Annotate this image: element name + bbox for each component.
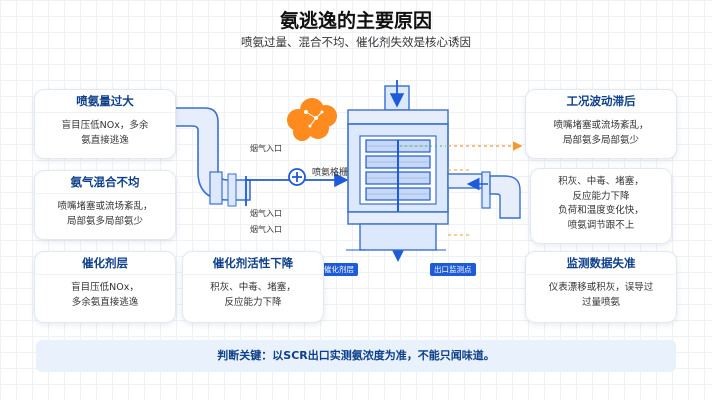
card-line: 喷嘴堵塞或流场紊乱，: [553, 120, 649, 131]
card-monitor-distortion: 监测数据失准 仪表漂移或积灰，误导过 过量喷氨: [525, 251, 677, 323]
card-title: 催化剂活性下降: [183, 252, 323, 275]
card-title: 喷氨量过大: [35, 90, 175, 113]
card-line: 仪表漂移或积灰，误导过: [548, 282, 654, 293]
card-condition-lag: 工况波动滞后 喷嘴堵塞或流场紊乱， 局部氨多局部氨少: [525, 89, 677, 159]
card-line: 局部氨多局部氨少: [66, 216, 143, 227]
card-catalyst-activity: 催化剂活性下降 积灰、中毒、堵塞， 反应能力下降: [182, 251, 324, 323]
card-title: 工况波动滞后: [526, 90, 676, 113]
card-line: 过量喷氨: [581, 297, 620, 308]
ammonia-cloud-icon: [287, 98, 337, 141]
ammonia-grid-label: 喷氨格栅: [312, 168, 349, 178]
card-line: 盲目压低NOx，: [71, 282, 139, 293]
page-title: 氨逃逸的主要原因: [279, 10, 432, 32]
card-line: 反应能力下降: [572, 190, 630, 202]
card-line: 积灰、中毒、堵塞，: [210, 282, 296, 293]
card-ammonia-excess: 喷氨量过大 盲目压低NOx，多余 氨直接逃逸: [34, 89, 176, 159]
flue-inlet-label-2: 烟气入口: [250, 209, 282, 218]
reactor-bottom: [347, 211, 449, 251]
card-line: 多余氨直接逃逸: [71, 297, 139, 308]
card-line: 负荷和温度变化快，: [558, 205, 644, 216]
card-catalyst-layer: 催化剂层 盲目压低NOx， 多余氨直接逃逸: [34, 251, 176, 323]
card-line: 盲目压低NOx，多余: [61, 120, 149, 131]
card-title: 监测数据失准: [526, 252, 676, 275]
page-subtitle: 喷氨过量、混合不均、催化剂失效是核心诱因: [241, 35, 471, 49]
card-line: 喷氨调节跟不上: [567, 219, 635, 231]
card-load-temperature: 积灰、中毒、堵塞， 反应能力下降 负荷和温度变化快， 喷氨调节跟不上: [530, 168, 672, 244]
monitoring-dashes: [400, 141, 523, 236]
card-line: 反应能力下降: [224, 297, 282, 308]
card-line: 喷嘴堵塞或流场紊乱，: [57, 201, 153, 212]
card-line: 积灰、中毒、堵塞，: [558, 176, 644, 187]
outlet-monitor-tag: 出口监测点: [430, 263, 476, 276]
card-line: 局部氨多局部氨少: [562, 135, 639, 146]
flue-inlet-label-1: 烟气入口: [250, 144, 282, 153]
ammonia-injection-point: [288, 168, 306, 186]
card-line: 氨直接逃逸: [81, 135, 129, 146]
reactor-top: [347, 80, 449, 125]
card-title: 催化剂层: [35, 252, 175, 275]
flue-inlet-label-3: 烟气入口: [250, 225, 282, 234]
bottom-key-note: 判断关键：以SCR出口实测氨浓度为准，不能只闻味道。: [36, 340, 676, 372]
catalyst-layer-tag: 催化剂层: [320, 263, 358, 276]
outlet-pipe: [447, 171, 521, 219]
inlet-pipe: [171, 107, 251, 207]
card-mixing-uneven: 氨气混合不均 喷嘴堵塞或流场紊乱， 局部氨多局部氨少: [34, 170, 176, 240]
card-title: 氨气混合不均: [35, 171, 175, 194]
